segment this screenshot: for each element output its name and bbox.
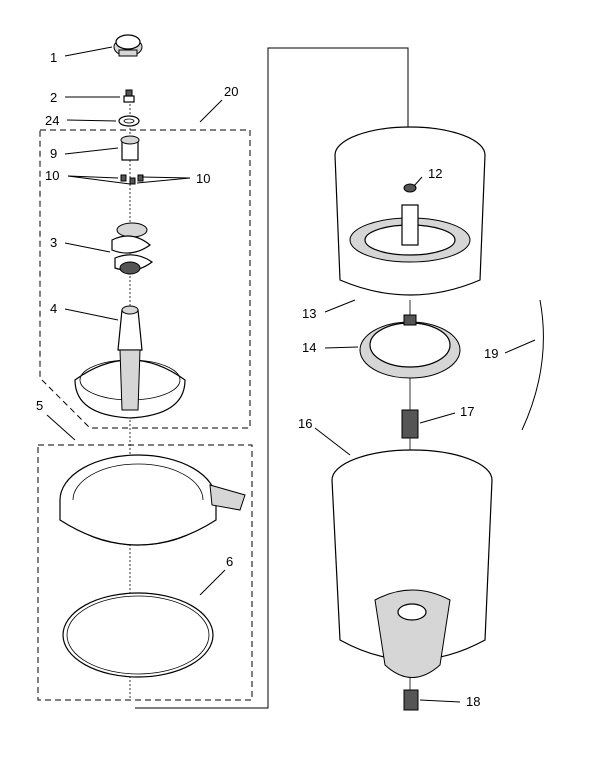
leader-lines <box>46 46 536 703</box>
part-tub-ring-icon[interactable] <box>59 454 246 546</box>
part-tub-icon[interactable] <box>331 449 493 678</box>
part-strip-icon[interactable] <box>521 299 544 431</box>
part-hub-icon[interactable] <box>359 314 461 379</box>
part-seal-icon[interactable] <box>403 689 419 711</box>
part-dogs-icon[interactable] <box>120 174 144 185</box>
callout-18: 18 <box>466 694 480 709</box>
callout-14: 14 <box>302 340 316 355</box>
callout-4: 4 <box>50 301 57 316</box>
part-retainer-ring-icon[interactable] <box>62 592 214 678</box>
callout-1: 1 <box>50 50 57 65</box>
part-cam-icon[interactable] <box>120 135 140 161</box>
part-bearing-icon[interactable] <box>401 409 419 439</box>
part-washer-icon[interactable] <box>118 115 140 127</box>
callout-19: 19 <box>484 346 498 361</box>
connector-line <box>135 47 409 709</box>
group-box-ring <box>37 444 253 701</box>
callout-3: 3 <box>50 235 57 250</box>
callout-16: 16 <box>298 416 312 431</box>
part-basket-icon[interactable] <box>334 126 486 296</box>
callout-17: 17 <box>460 404 474 419</box>
callout-20: 20 <box>224 84 238 99</box>
callout-6: 6 <box>226 554 233 569</box>
part-cap-icon[interactable] <box>113 34 143 57</box>
callout-2: 2 <box>50 90 57 105</box>
callout-24: 24 <box>45 113 59 128</box>
callout-12: 12 <box>428 166 442 181</box>
callout-9: 9 <box>50 146 57 161</box>
part-agitator-base-icon[interactable] <box>74 305 186 419</box>
callout-10-right: 10 <box>196 171 210 186</box>
callout-13: 13 <box>302 306 316 321</box>
part-bolt-icon[interactable] <box>123 89 135 103</box>
part-nut-icon[interactable] <box>403 183 417 193</box>
callout-5: 5 <box>36 398 43 413</box>
part-auger-icon[interactable] <box>111 222 154 275</box>
callout-10-left: 10 <box>45 168 59 183</box>
group-box-agitator <box>39 129 251 429</box>
